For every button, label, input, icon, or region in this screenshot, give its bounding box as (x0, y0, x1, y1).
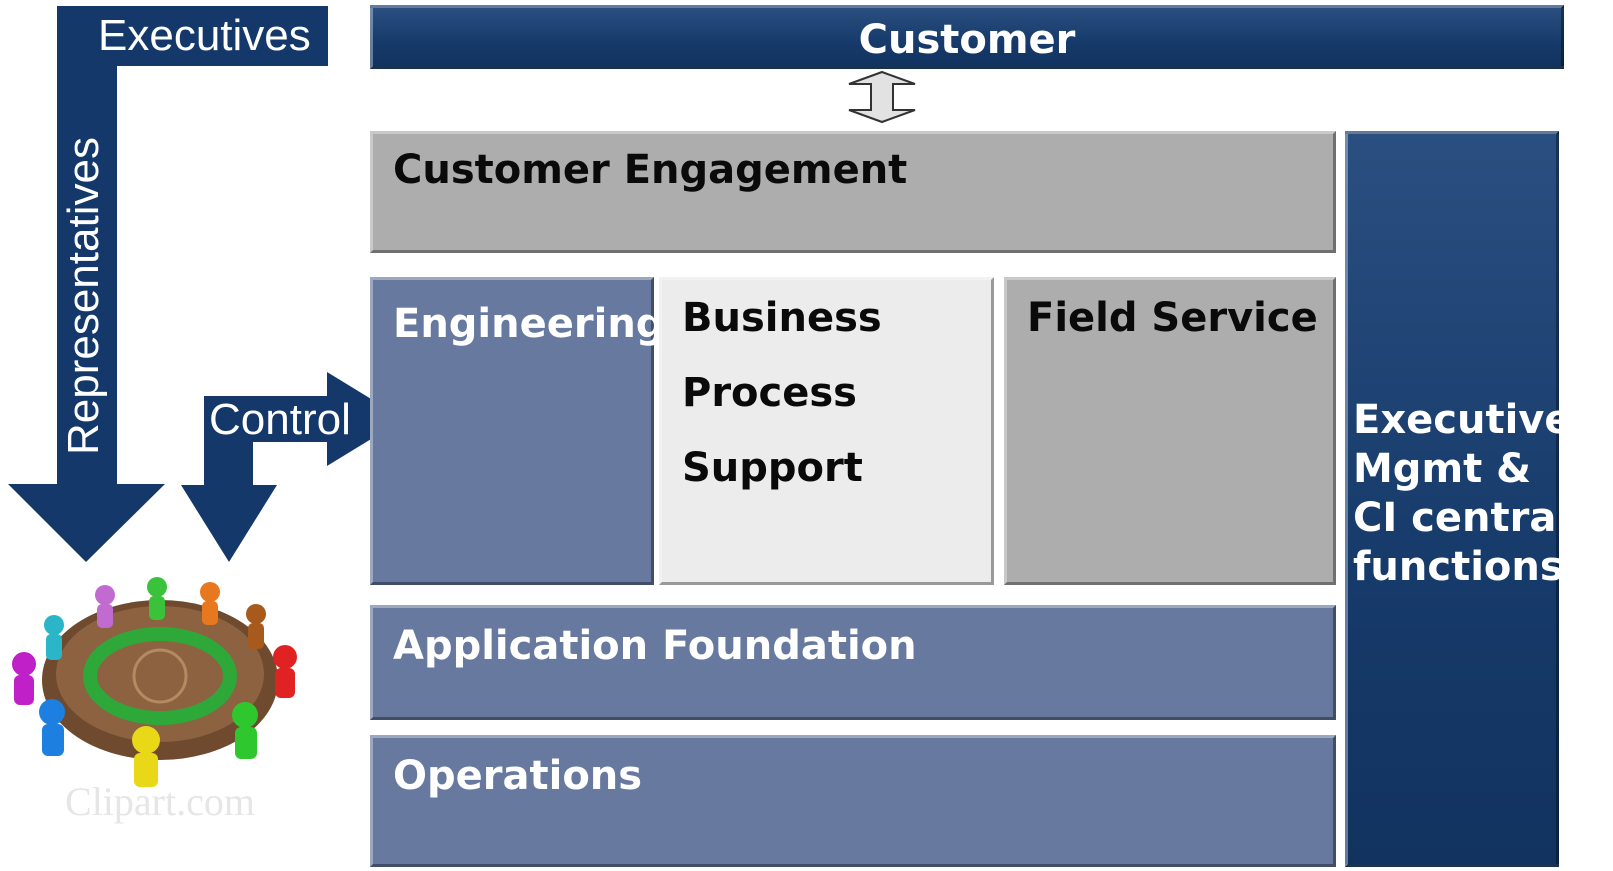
support-label: Support (682, 445, 863, 491)
meeting-table-illustration (12, 577, 297, 787)
engineering-box: Engineering (370, 277, 664, 585)
field-service-box: Field Service (1004, 277, 1336, 585)
executive-mgmt-box: Executive Mgmt & CI central functions (1345, 131, 1571, 867)
executive-line-2: Mgmt & (1353, 446, 1532, 492)
executives-label: Executives (98, 11, 311, 60)
executive-line-3: CI central (1353, 495, 1571, 541)
application-foundation-box: Application Foundation (370, 605, 1336, 720)
executives-down-arrow (8, 6, 328, 562)
executive-line-4: functions (1353, 544, 1564, 590)
control-label: Control (209, 395, 351, 444)
customer-label: Customer (858, 17, 1076, 63)
customer-engagement-label: Customer Engagement (393, 147, 908, 193)
executive-line-1: Executive (1353, 397, 1572, 443)
customer-bar: Customer (370, 5, 1564, 69)
operations-label: Operations (393, 753, 643, 799)
engineering-label: Engineering (393, 301, 665, 347)
business-process-support-box: Business Process Support (659, 277, 994, 585)
application-foundation-label: Application Foundation (393, 623, 917, 669)
business-label: Business (682, 295, 882, 341)
clipart-watermark: Clipart.com (65, 779, 255, 824)
field-service-label: Field Service (1027, 295, 1318, 341)
customer-engagement-box: Customer Engagement (370, 131, 1336, 253)
process-label: Process (682, 370, 857, 416)
representatives-label: Representatives (59, 137, 108, 455)
control-arrow (181, 372, 400, 562)
left-arrows-graphic: Clipart.com (8, 6, 400, 824)
operations-box: Operations (370, 735, 1336, 867)
bidirectional-arrow-icon (848, 70, 916, 124)
